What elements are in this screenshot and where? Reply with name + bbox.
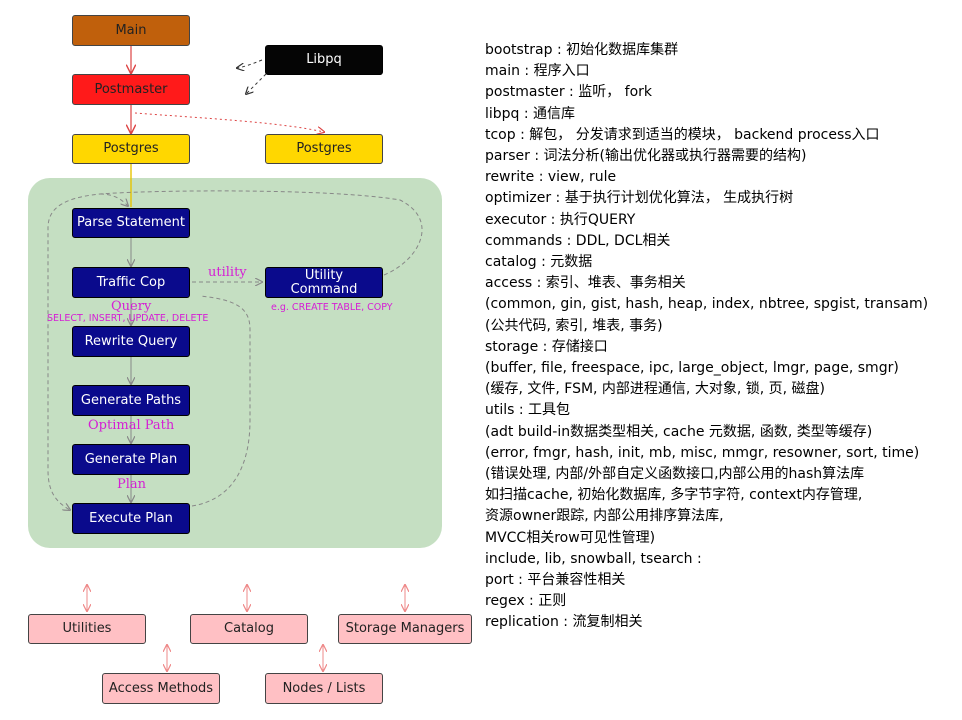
legend-line: access : 索引、堆表、事务相关 (485, 275, 686, 292)
edge-postmaster-postgres-right (134, 112, 324, 132)
label-plan: Plan (117, 477, 147, 492)
label-utility: utility (208, 265, 247, 280)
legend-line: (公共代码, 索引, 堆表, 事务) (485, 317, 663, 334)
node-main: Main (72, 15, 190, 46)
node-postgres-left: Postgres (72, 134, 190, 164)
node-nodes-lists: Nodes / Lists (265, 673, 383, 704)
legend-line: libpq : 通信库 (485, 105, 576, 122)
node-postgres-right: Postgres (265, 134, 383, 164)
edge-top-loop (99, 193, 128, 206)
node-execute-plan: Execute Plan (72, 503, 190, 534)
legend-line: catalog : 元数据 (485, 254, 593, 271)
label-query-example: SELECT, INSERT, UPDATE, DELETE (47, 313, 209, 324)
edge-libpq-lower (246, 73, 267, 94)
postgres-architecture-diagram: Main Libpq Postmaster Postgres Postgres … (0, 0, 480, 720)
edge-libpq-upper (237, 59, 263, 68)
backend-process-panel (28, 178, 442, 548)
legend-line: (错误处理, 内部/外部自定义函数接口,内部公用的hash算法库 (485, 466, 865, 483)
legend-line: (adt build-in数据类型相关, cache 元数据, 函数, 类型等缓… (485, 423, 873, 440)
node-utilities: Utilities (28, 614, 146, 644)
legend-line: replication : 流复制相关 (485, 614, 643, 631)
legend-line: include, lib, snowball, tsearch : (485, 550, 702, 567)
label-utility-example: e.g. CREATE TABLE, COPY (271, 302, 393, 313)
diagram-edges (47, 45, 423, 720)
node-access-methods: Access Methods (102, 673, 220, 704)
legend-line: (common, gin, gist, hash, heap, index, n… (485, 296, 929, 313)
legend-line: executor : 执行QUERY (485, 211, 636, 228)
node-postmaster: Postmaster (72, 74, 190, 105)
legend-line: 资源owner跟踪, 内部公用排序算法库, (485, 508, 724, 525)
node-catalog: Catalog (190, 614, 308, 644)
legend-line: (buffer, file, freespace, ipc, large_obj… (485, 360, 899, 377)
label-query: Query (111, 299, 152, 314)
legend-line: 如扫描cache, 初始化数据库, 多字节字符, context内存管理, (485, 487, 863, 504)
edge-execute-loop (191, 295, 251, 507)
label-optimal-path: Optimal Path (88, 418, 175, 433)
legend-line: port : 平台兼容性相关 (485, 572, 626, 589)
legend-line: optimizer : 基于执行计划优化算法， 生成执行树 (485, 190, 794, 207)
legend-line: bootstrap : 初始化数据库集群 (485, 42, 679, 58)
legend-line: tcop : 解包， 分发请求到适当的模块， backend process入口 (485, 126, 880, 143)
legend-line: (error, fmgr, hash, init, mb, misc, mmgr… (485, 444, 920, 461)
legend-line: MVCC相关row可见性管理) (485, 529, 656, 546)
node-rewrite-query: Rewrite Query (72, 326, 190, 357)
legend-line: main : 程序入口 (485, 63, 590, 80)
legend-line: postmaster : 监听， fork (485, 84, 653, 101)
legend-line: commands : DDL, DCL相关 (485, 232, 671, 249)
legend-line: (缓存, 文件, FSM, 内部进程通信, 大对象, 锁, 页, 磁盘) (485, 381, 825, 398)
legend-line: rewrite : view, rule (485, 169, 617, 186)
legend-line: storage : 存储接口 (485, 338, 608, 355)
module-description-list: bootstrap : 初始化数据库集群 main : 程序入口 postmas… (485, 40, 960, 634)
node-parse-statement: Parse Statement (72, 208, 190, 238)
node-generate-paths: Generate Paths (72, 385, 190, 416)
node-storage-managers: Storage Managers (338, 614, 472, 644)
node-generate-plan: Generate Plan (72, 444, 190, 475)
node-libpq: Libpq (265, 45, 383, 75)
legend-line: utils : 工具包 (485, 402, 571, 419)
legend-line: regex : 正则 (485, 593, 567, 610)
legend-line: parser : 词法分析(输出优化器或执行器需要的结构) (485, 148, 807, 165)
node-traffic-cop: Traffic Cop (72, 267, 190, 298)
node-utility-command: Utility Command (265, 267, 383, 298)
